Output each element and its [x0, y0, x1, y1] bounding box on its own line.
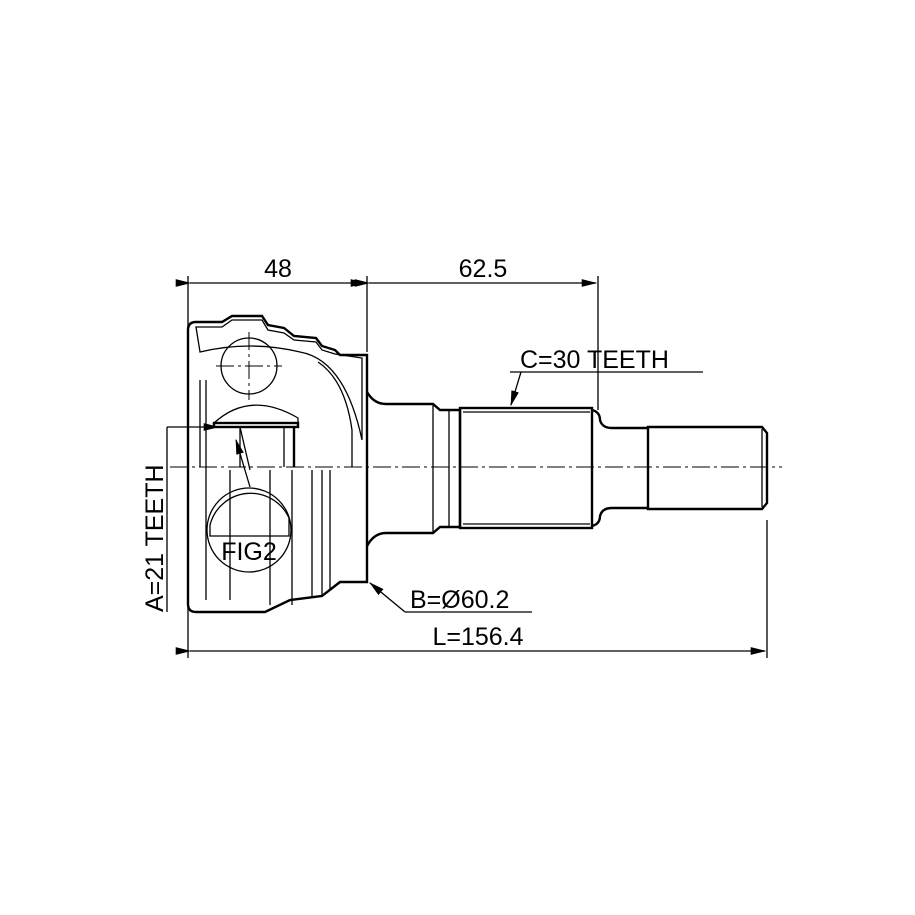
fig2-detail: FIG2 [206, 438, 292, 573]
diameter-label: B=Ø60.2 [410, 586, 509, 614]
outer-spline [458, 406, 648, 530]
total-length-label: L=156.4 [432, 623, 523, 651]
leaders [166, 371, 703, 613]
shaft [365, 391, 462, 547]
outer-spline-label: C=30 TEETH [520, 346, 669, 374]
dim-62-5-label: 62.5 [459, 255, 508, 283]
ball [216, 332, 282, 400]
fig2-label: FIG2 [221, 538, 277, 566]
inner-race [212, 404, 300, 471]
outer-housing [186, 314, 369, 614]
dim-48-label: 48 [264, 255, 292, 283]
dimension-lines [175, 279, 767, 655]
threaded-end [646, 425, 769, 511]
inner-spline-label: A=21 TEETH [141, 464, 169, 612]
